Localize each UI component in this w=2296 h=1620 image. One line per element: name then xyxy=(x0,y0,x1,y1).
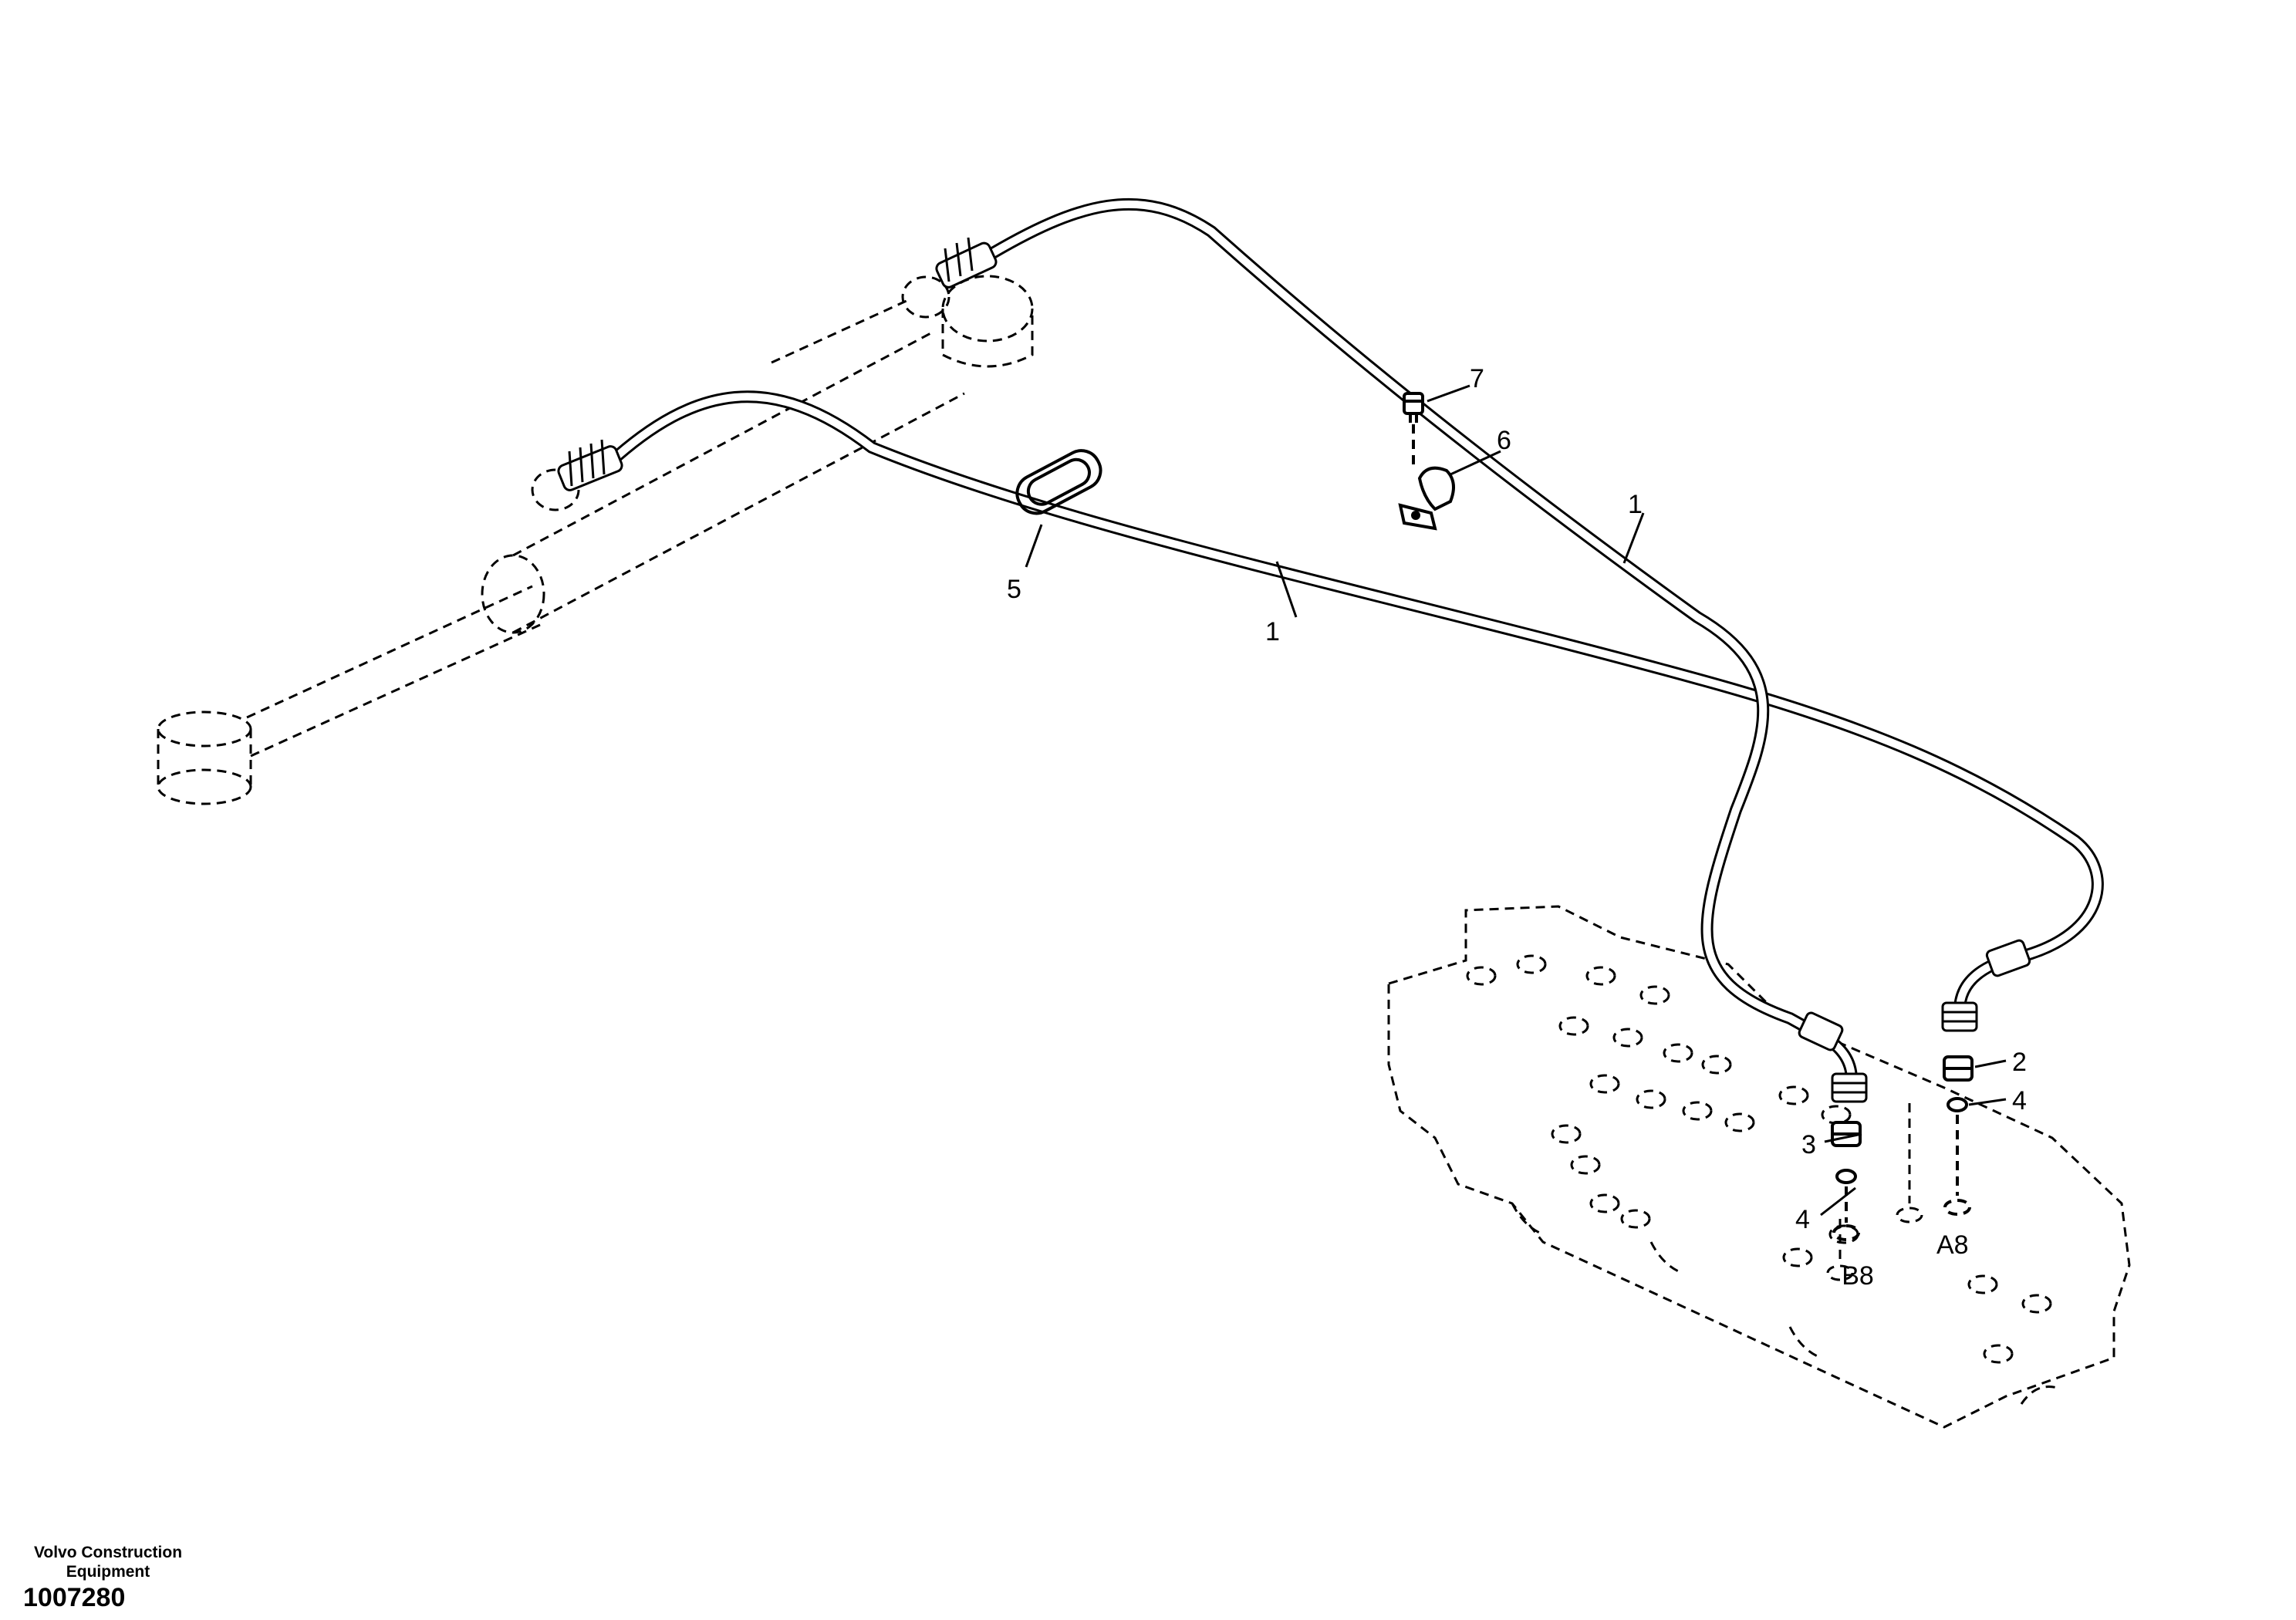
company-name-line2: Equipment xyxy=(66,1563,150,1581)
pipe-clamp xyxy=(1398,466,1455,531)
grommet xyxy=(1015,449,1102,515)
callout-pipe-lower: 1 xyxy=(1265,617,1280,646)
callout-oring-b: 4 xyxy=(1795,1205,1810,1234)
hydraulic-cylinder xyxy=(157,275,1034,805)
callout-oring-a: 4 xyxy=(2012,1086,2027,1115)
screw xyxy=(1403,392,1424,471)
hydraulic-pipe-upper xyxy=(935,197,1868,1103)
callout-clamp: 6 xyxy=(1497,426,1511,455)
port-label-a8: A8 xyxy=(1936,1230,1969,1260)
adapter-nipple-a xyxy=(1943,1055,1974,1082)
company-name-line1: Volvo Construction xyxy=(33,1544,183,1561)
callout-nipple-b: 3 xyxy=(1801,1130,1816,1159)
callout-grommet: 5 xyxy=(1007,575,1021,604)
callout-nipple-a: 2 xyxy=(2012,1048,2027,1077)
adapter-nipple-b xyxy=(1831,1121,1862,1147)
hydraulic-pipe-lower xyxy=(557,390,2104,1032)
callout-pipe-upper: 1 xyxy=(1628,490,1643,519)
control-valve-block xyxy=(1387,905,2131,1429)
leader-lines xyxy=(1025,384,2007,1217)
callout-screw: 7 xyxy=(1470,364,1484,393)
drawing-number: 1007280 xyxy=(23,1583,126,1612)
port-label-b8: B8 xyxy=(1842,1261,1874,1291)
oring-a xyxy=(1943,1097,1971,1216)
oring-b xyxy=(1832,1169,1860,1241)
company-name: Volvo Construction Equipment xyxy=(23,1543,193,1581)
